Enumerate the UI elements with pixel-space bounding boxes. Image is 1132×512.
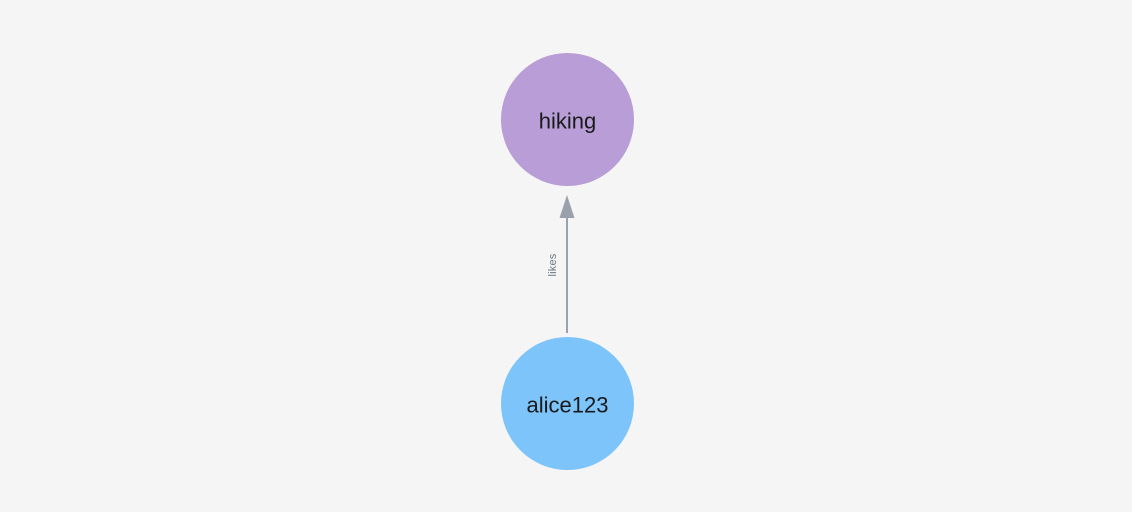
- node-circle-alice123: [501, 337, 634, 470]
- edge-label-likes: likes: [547, 253, 559, 276]
- node-label-hiking: hiking: [539, 109, 596, 134]
- edge-arrowhead-icon: [559, 195, 575, 218]
- graph-node-alice123[interactable]: alice123: [501, 337, 634, 470]
- graph-node-hiking[interactable]: hiking: [501, 53, 634, 186]
- graph-edge-likes[interactable]: likes: [547, 195, 575, 333]
- node-circle-hiking: [501, 53, 634, 186]
- node-label-alice123: alice123: [527, 393, 609, 418]
